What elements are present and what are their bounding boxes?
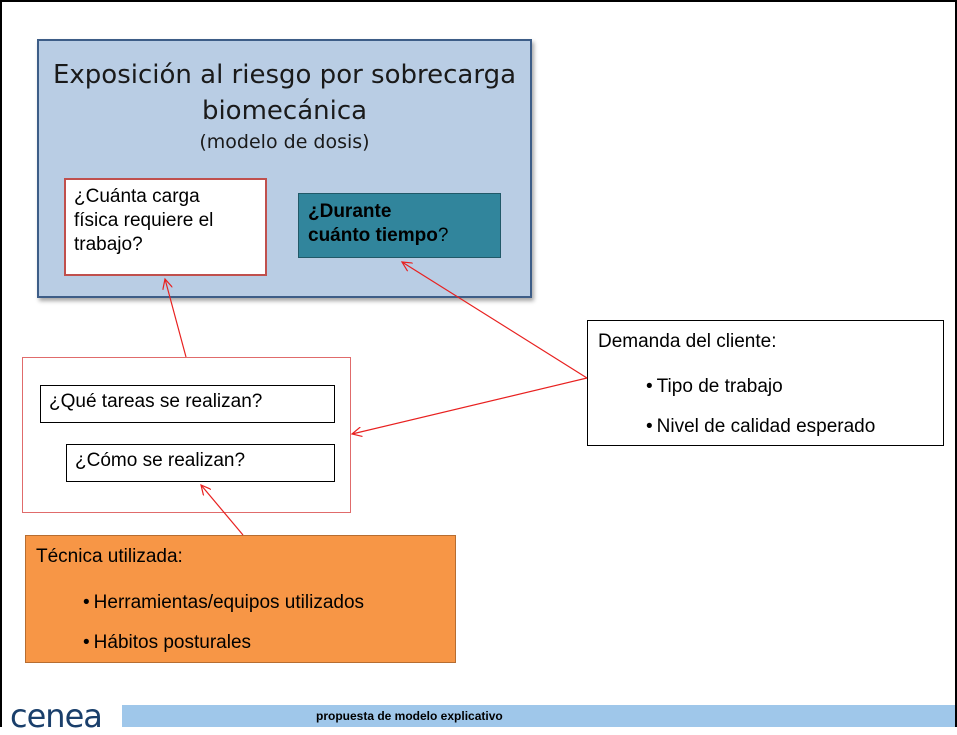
- main-title: Exposición al riesgo por sobrecarga biom…: [39, 57, 530, 129]
- arrow-tasks-to-load: [165, 279, 187, 358]
- technique-box: Técnica utilizada: Herramientas/equipos …: [25, 535, 456, 663]
- footer-caption: propuesta de modelo explicativo: [316, 709, 503, 723]
- arrow-demand-to-tasks: [352, 377, 588, 434]
- duration-line1: ¿Durante: [308, 201, 392, 222]
- duration-suffix: ?: [437, 225, 449, 246]
- tasks-group-box: [22, 357, 351, 513]
- technique-item: Herramientas/equipos utilizados: [83, 592, 364, 614]
- physical-load-line1: ¿Cuánta carga: [74, 186, 200, 207]
- client-demand-title: Demanda del cliente:: [598, 331, 777, 352]
- technique-item: Hábitos posturales: [83, 632, 251, 654]
- client-demand-item: Tipo de trabajo: [646, 376, 783, 398]
- main-subtitle: (modelo de dosis): [199, 131, 370, 153]
- duration-line2: cuánto tiempo: [308, 225, 438, 246]
- how-question-box: ¿Cómo se realizan?: [66, 444, 335, 482]
- arrow-demand-to-duration: [402, 262, 588, 379]
- physical-load-line3: trabajo?: [74, 234, 143, 255]
- main-title-line1: Exposición al riesgo por sobrecarga: [52, 60, 517, 90]
- cenea-logo: cenea: [10, 697, 103, 735]
- physical-load-question-box: ¿Cuánta carga física requiere el trabajo…: [64, 178, 267, 276]
- technique-title: Técnica utilizada:: [36, 546, 183, 567]
- tasks-question-box: ¿Qué tareas se realizan?: [40, 385, 335, 423]
- client-demand-box: Demanda del cliente: Tipo de trabajo Niv…: [587, 320, 944, 446]
- main-title-line2: biomecánica: [201, 96, 368, 126]
- arrow-technique-to-how: [201, 485, 244, 536]
- duration-question-box: ¿Durante cuánto tiempo?: [298, 193, 501, 258]
- footer-bar: [122, 705, 955, 727]
- physical-load-line2: física requiere el: [74, 210, 214, 231]
- client-demand-item: Nivel de calidad esperado: [646, 416, 876, 438]
